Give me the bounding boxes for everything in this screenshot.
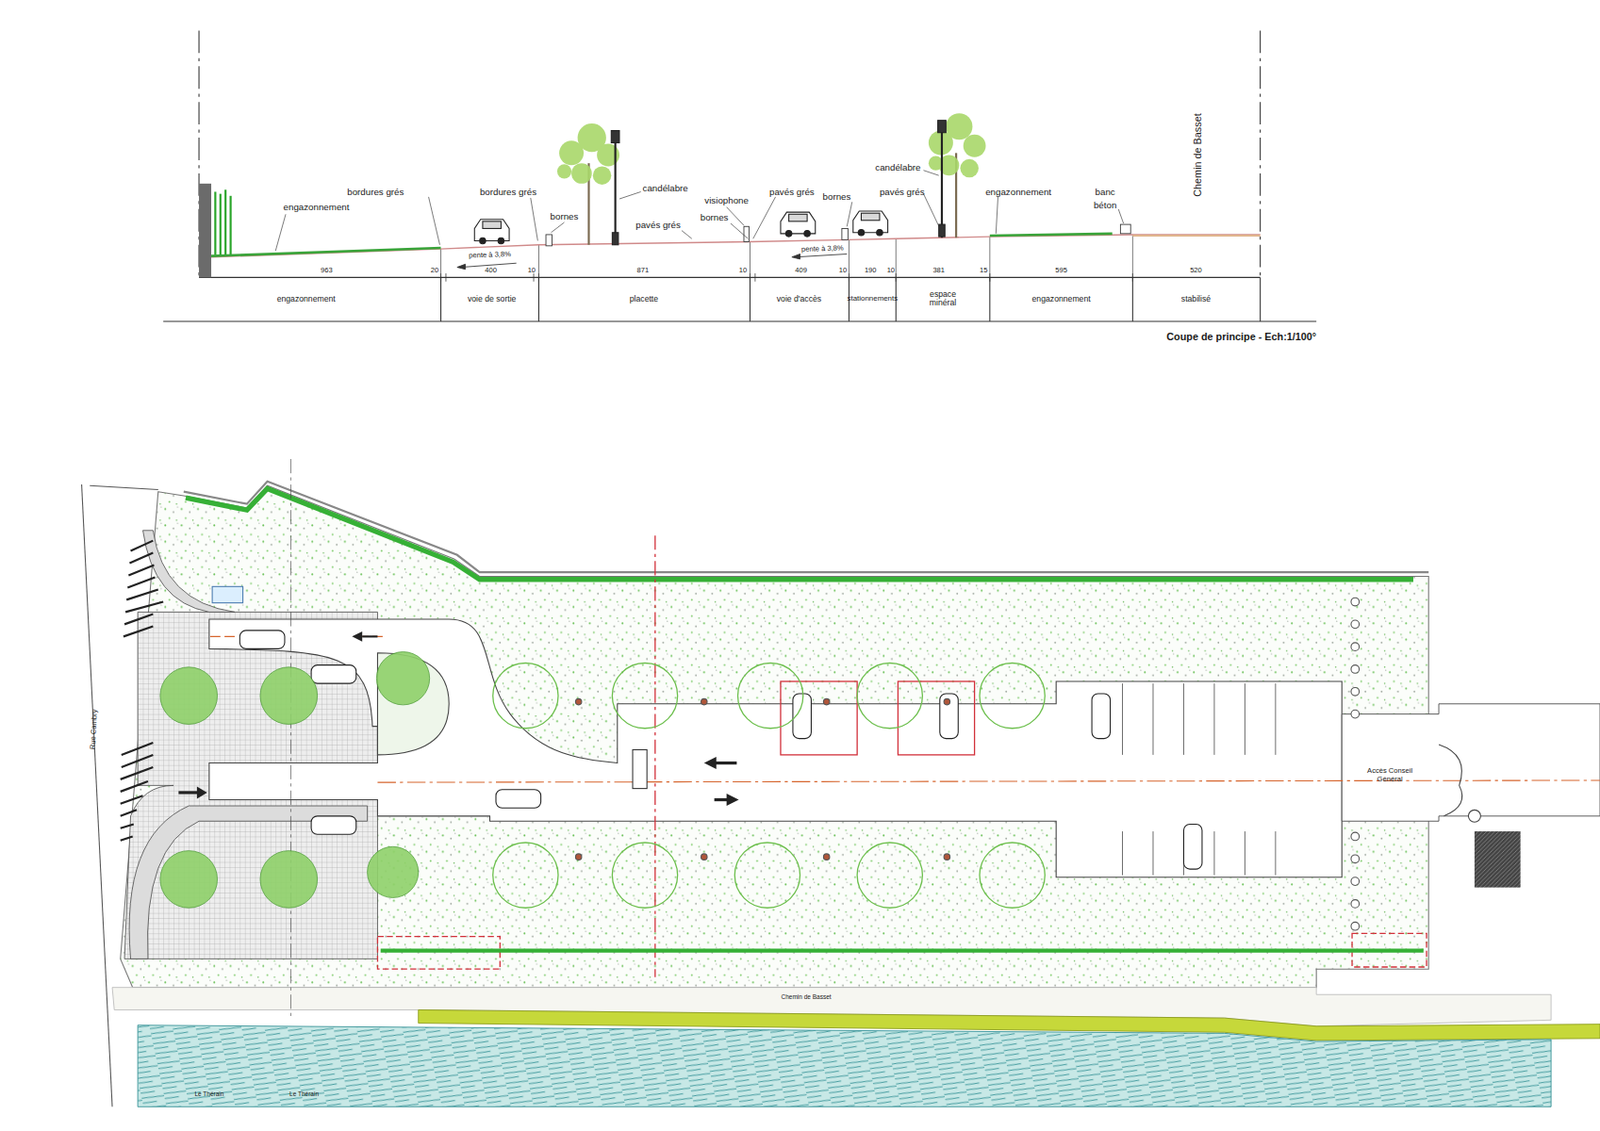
dimension: 400 bbox=[484, 265, 497, 275]
dimension: 871 bbox=[637, 265, 650, 275]
dimension: 520 bbox=[1189, 265, 1203, 275]
river-name: Le Thérain bbox=[289, 1091, 319, 1099]
annotation: candélabre bbox=[874, 162, 921, 173]
zone-name: voie d'accès bbox=[774, 294, 824, 304]
annotation: bordures grés bbox=[346, 186, 404, 198]
zone-name: voie de sortie bbox=[467, 294, 517, 304]
zone-name: engazonnement bbox=[277, 294, 336, 304]
access-label: Accès Conseil Général bbox=[1366, 767, 1414, 784]
dimension: 10 bbox=[887, 265, 895, 275]
dimension: 190 bbox=[864, 265, 877, 275]
street-name: Rue Cambry bbox=[88, 709, 99, 750]
annotation: pavés grés bbox=[879, 186, 925, 198]
zone-name: stabilisé bbox=[1181, 294, 1211, 304]
annotation: bordures grés bbox=[479, 186, 537, 198]
annotation: banc bbox=[1095, 186, 1116, 198]
slope-label: pente à 3,8% bbox=[468, 249, 512, 260]
dimension: 10 bbox=[527, 265, 536, 275]
zone-name: engazonnement bbox=[1032, 294, 1091, 304]
street-name: Chemin de Basset bbox=[780, 994, 831, 1002]
dimension: 10 bbox=[739, 265, 747, 275]
dimension: 10 bbox=[839, 265, 847, 275]
annotation: pavés grés bbox=[635, 220, 681, 231]
river-name: Le Thérain bbox=[194, 1091, 224, 1099]
annotation: candélabre bbox=[643, 183, 689, 195]
street-name: Chemin de Basset bbox=[1191, 113, 1204, 197]
annotation: bornes bbox=[550, 211, 579, 222]
dimension: 381 bbox=[932, 265, 945, 275]
dimension: 409 bbox=[794, 265, 808, 275]
zone-name: stationnements bbox=[847, 295, 899, 304]
slope-label: pente à 3,8% bbox=[801, 244, 844, 254]
annotation: engazonnement bbox=[985, 186, 1052, 198]
annotation: béton bbox=[1093, 199, 1117, 211]
annotation: bornes bbox=[700, 212, 729, 223]
annotation: bornes bbox=[823, 191, 852, 202]
dimension: 15 bbox=[979, 265, 988, 275]
caption: Coupe de principe - Ech:1/100° bbox=[1166, 330, 1317, 343]
annotation: visiophone bbox=[704, 196, 749, 207]
dimension: 963 bbox=[320, 265, 333, 275]
zone-name: placette bbox=[629, 294, 659, 304]
dimension: 20 bbox=[430, 265, 439, 275]
zone-name: espace minéral bbox=[917, 289, 969, 309]
annotation: pavés grés bbox=[769, 186, 815, 198]
dimension: 595 bbox=[1055, 265, 1068, 275]
annotation: engazonnement bbox=[283, 201, 350, 213]
